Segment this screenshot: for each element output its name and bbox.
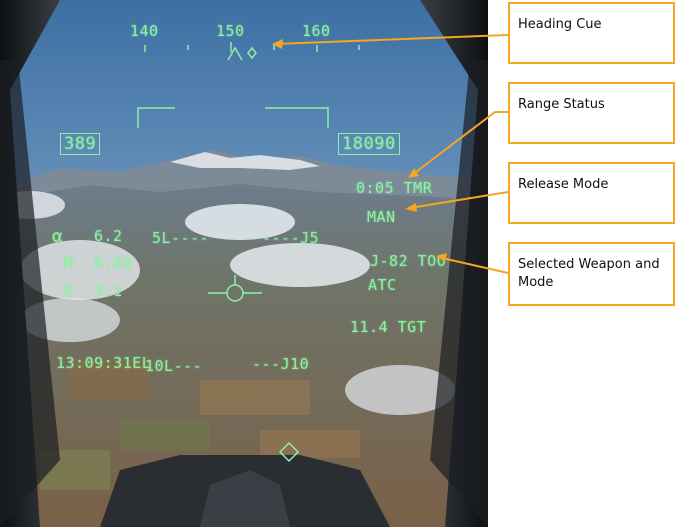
range-right-box: 18090 [338, 133, 400, 155]
cockpit-scene [0, 0, 488, 527]
heading-cue-diamond [247, 46, 257, 60]
hud-frame-right [265, 107, 329, 128]
g-label: G [64, 282, 74, 300]
weapon-mode-readout: ATC [368, 276, 397, 294]
mach-label: M [64, 254, 74, 272]
callout-label: Heading Cue [518, 17, 602, 32]
pitch-ladder-right-5: ----J5 [262, 229, 320, 247]
heading-tape-150: 150 [216, 22, 245, 40]
hud-frame-left [137, 107, 175, 128]
heading-tape-140: 140 [130, 22, 159, 40]
callout-selected-weapon: Selected Weapon and Mode [508, 242, 675, 306]
hud-symbology [137, 42, 360, 463]
target-distance-readout: 11.4 TGT [350, 318, 427, 336]
g-value: 3.1 [94, 282, 123, 300]
clock-readout: 13:09:31EL [56, 354, 152, 372]
weapon-readout: J-82 TOO [370, 252, 447, 270]
target-diamond [278, 441, 300, 463]
heading-tape-160: 160 [302, 22, 331, 40]
leader-heading-cue [274, 34, 509, 45]
callout-label: Selected Weapon and Mode [518, 257, 660, 290]
mach-value: 0.83 [94, 254, 133, 272]
heading-caret [227, 46, 243, 61]
callout-label: Range Status [518, 97, 605, 112]
callout-range-status: Range Status [508, 82, 675, 144]
range-left-box: 389 [60, 133, 101, 155]
leader-range-status [411, 111, 508, 176]
callout-label: Release Mode [518, 177, 609, 192]
pitch-ladder-left-10: 10L--- [145, 357, 203, 375]
callout-heading-cue: Heading Cue [508, 2, 675, 64]
pitch-ladder-right-10: ---J10 [252, 355, 310, 373]
alpha-value: 6.2 [94, 227, 123, 245]
pitch-ladder-left-5: 5L---- [152, 229, 210, 247]
release-mode-readout: MAN [367, 208, 396, 226]
alpha-symbol: α [52, 226, 64, 247]
timer-readout: 0:05 TMR [356, 179, 433, 197]
callout-release-mode: Release Mode [508, 162, 675, 224]
leader-release-mode [409, 191, 509, 209]
leader-selected-weapon [441, 257, 509, 274]
cockpit-view: 140 150 160 389 18090 0:05 TMR MAN α 6.2… [0, 0, 488, 527]
